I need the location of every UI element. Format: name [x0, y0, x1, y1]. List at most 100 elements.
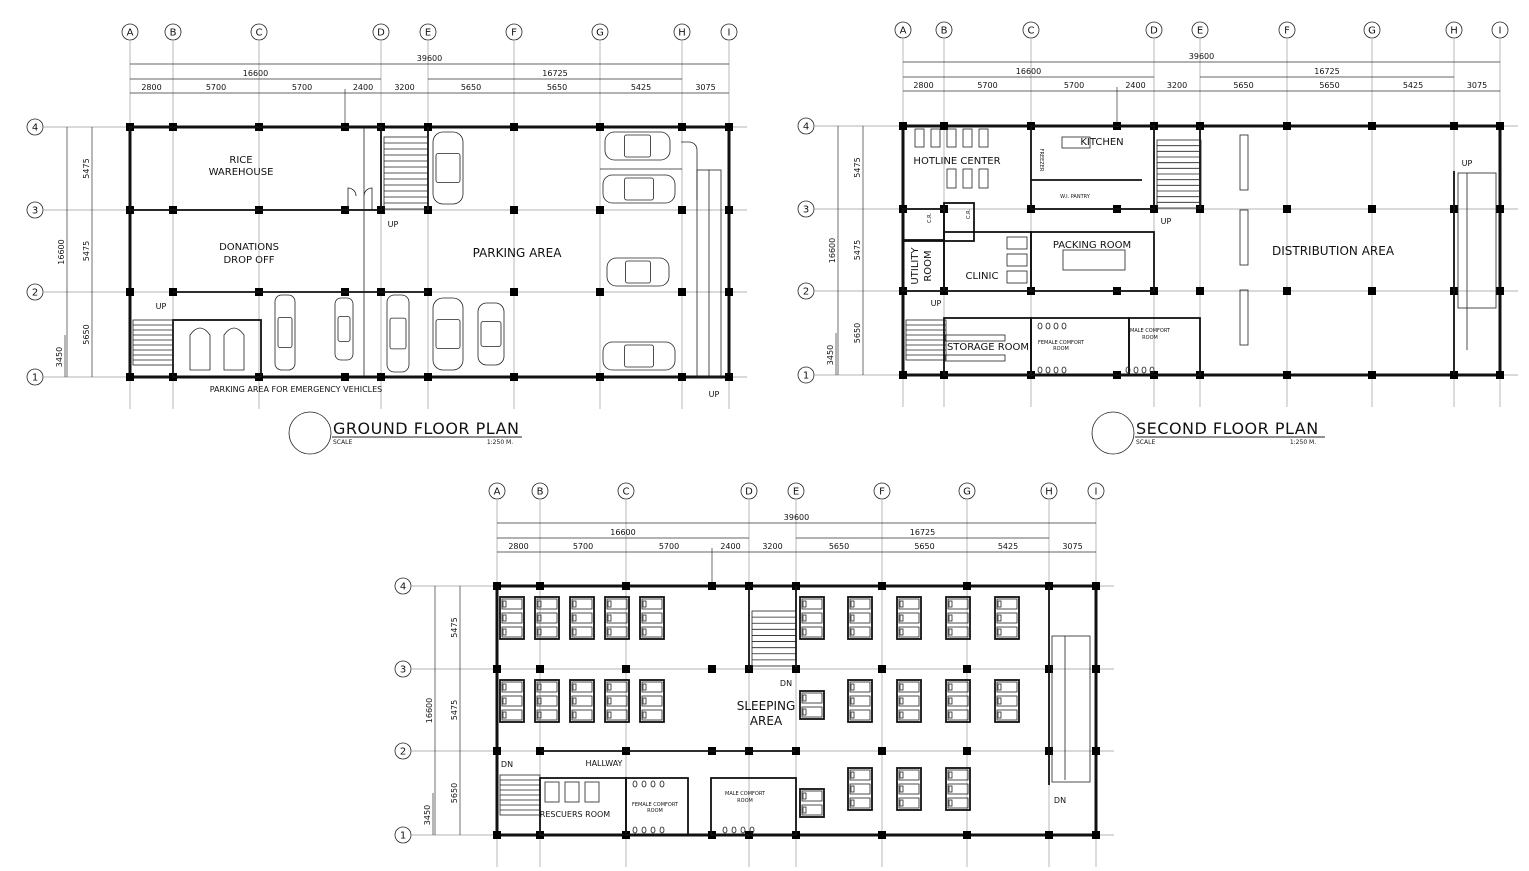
bed-icon — [606, 709, 628, 721]
bed-icon — [536, 681, 558, 693]
grid-row-label: 4 — [803, 122, 809, 133]
vehicle-cabin — [480, 321, 502, 347]
pillow-icon — [537, 697, 542, 705]
structural-column — [1450, 122, 1458, 130]
structural-column — [678, 373, 686, 381]
dimension-row-span: 5650 — [450, 783, 459, 803]
dimension-row-span: 5650 — [82, 324, 91, 344]
grid-row-label: 1 — [400, 831, 406, 842]
rescue-boat-icon — [223, 327, 245, 371]
dimension-total-width: 39600 — [1189, 52, 1214, 61]
scale-value: 1:250 M. — [487, 439, 513, 446]
grid-marker-circle — [26, 283, 44, 301]
structural-column — [510, 123, 518, 131]
dimension-bay: 5425 — [1403, 81, 1423, 90]
dimension-bay: 3200 — [1167, 81, 1187, 90]
room-label-storage-room: STORAGE ROOM — [947, 342, 1029, 353]
pillow-icon — [502, 711, 507, 719]
grid-marker-circle — [797, 366, 815, 384]
grid-marker-circle — [797, 282, 815, 300]
label-freezer: FREEZER — [1038, 149, 1044, 172]
grid-marker-circle — [1363, 21, 1381, 39]
dimension-bay: 2400 — [353, 83, 373, 92]
dimension-bay: 5650 — [547, 83, 567, 92]
grid-marker-circle — [372, 23, 390, 41]
stair-outline — [132, 319, 174, 366]
grid-marker-circle — [797, 117, 815, 135]
bed-icon — [571, 709, 593, 721]
pillow-icon — [899, 785, 904, 793]
room-label-sleeping-area: AREA — [750, 714, 783, 728]
room-label-emergency-parking: PARKING AREA FOR EMERGENCY VEHICLES — [210, 385, 383, 394]
room-label-rice-warehouse: WAREHOUSE — [209, 167, 274, 178]
dimension-total-depth: 16600 — [57, 239, 66, 264]
dimension-bay: 2800 — [141, 83, 161, 92]
structural-column — [341, 373, 349, 381]
structural-column — [1496, 205, 1504, 213]
bed-icon — [641, 598, 663, 610]
toilet-icon — [1053, 366, 1059, 374]
bed-icon — [849, 598, 871, 610]
rescuer-bed-icon — [564, 781, 580, 803]
grid-marker-circle — [1087, 482, 1105, 500]
room-label-female-comfort-room: FEMALE COMFORT — [1038, 340, 1085, 346]
pillow-icon — [899, 683, 904, 691]
toilet-icon — [740, 826, 746, 834]
bed-icon — [536, 612, 558, 624]
pillow-icon — [607, 711, 612, 719]
bed-icon — [947, 695, 969, 707]
pillow-icon — [607, 628, 612, 636]
bed-icon — [996, 695, 1018, 707]
toilet-icon — [1045, 322, 1051, 330]
dimension-sub-span: 3450 — [423, 805, 432, 825]
distribution-table — [1239, 289, 1249, 346]
grid-marker-circle — [531, 482, 549, 500]
room-label-donations: DROP OFF — [223, 255, 274, 266]
bunk-bed-group — [639, 679, 665, 723]
pillow-icon — [899, 600, 904, 608]
bed-icon — [801, 706, 823, 718]
pillow-icon — [802, 694, 807, 702]
structural-column — [493, 582, 501, 590]
grid-marker-circle — [1145, 21, 1163, 39]
grid-column-label: G — [1368, 26, 1376, 37]
bed-icon — [571, 681, 593, 693]
stove-icon — [1061, 136, 1091, 149]
grid-column-label: B — [537, 487, 544, 498]
grid-marker-circle — [164, 23, 182, 41]
male-cr-wall — [710, 777, 797, 836]
dimension-row-span: 5475 — [82, 158, 91, 178]
dimension-left-group: 16600 — [1016, 67, 1041, 76]
desk-icon — [946, 168, 957, 189]
structural-column — [536, 665, 544, 673]
pillow-icon — [850, 785, 855, 793]
bed-icon — [947, 612, 969, 624]
toilet-icon — [1061, 322, 1067, 330]
structural-column — [1045, 831, 1053, 839]
grid-marker-circle — [505, 23, 523, 41]
storage-shelf — [944, 354, 1006, 362]
toilet-icon — [650, 826, 656, 834]
room-label-hotline-center: HOTLINE CENTER — [913, 156, 1000, 167]
bunk-bed-group — [945, 596, 971, 640]
vehicle-icon — [274, 294, 296, 371]
dimension-bay: 5650 — [461, 83, 481, 92]
clinic-bed-icon — [1006, 270, 1028, 284]
pillow-icon — [899, 771, 904, 779]
room-label-packing-room: PACKING ROOM — [1053, 240, 1131, 251]
bed-icon — [501, 598, 523, 610]
plan-title: SECOND FLOOR PLAN — [1136, 419, 1319, 438]
dimension-sub-span: 3450 — [826, 345, 835, 365]
structural-column — [126, 373, 134, 381]
pillow-icon — [997, 711, 1002, 719]
pillow-icon — [899, 628, 904, 636]
vehicle-cabin — [435, 153, 461, 183]
bed-icon — [801, 790, 823, 802]
pillow-icon — [997, 683, 1002, 691]
pillow-icon — [850, 614, 855, 622]
pillow-icon — [642, 683, 647, 691]
pillow-icon — [642, 697, 647, 705]
clinic-bed-icon — [1006, 253, 1028, 267]
bed-icon — [571, 626, 593, 638]
